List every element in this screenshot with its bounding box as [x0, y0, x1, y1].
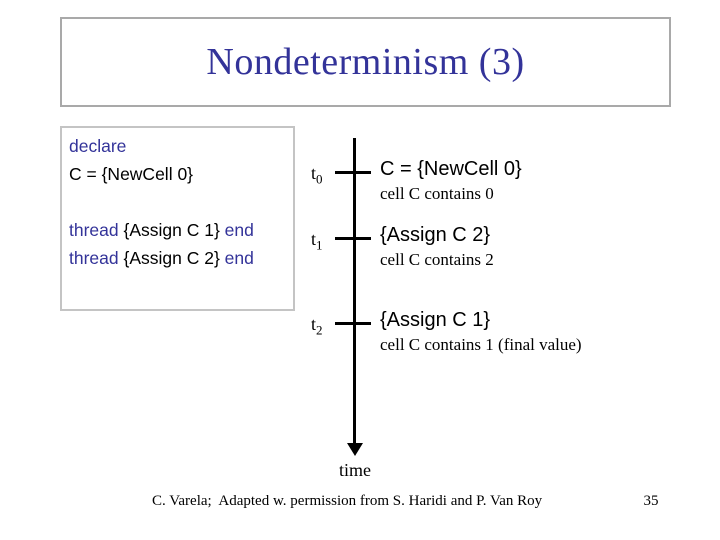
code-text: {Assign C 2}: [123, 248, 220, 268]
time-subscript: 1: [316, 237, 323, 253]
code-keyword: thread: [69, 220, 124, 240]
code-line: C = {NewCell 0}: [69, 160, 293, 188]
code-line-blank: [69, 188, 293, 216]
code-keyword: thread: [69, 248, 124, 268]
event-action: {Assign C 2}: [380, 224, 491, 246]
page-number: 35: [643, 493, 659, 509]
timeline-tick-t2: [335, 322, 371, 325]
timeline-axis-line: [353, 138, 356, 444]
arrow-down-icon: [347, 443, 363, 456]
timeline-event: {Assign C 1} cell C contains 1 (final va…: [380, 308, 582, 356]
code-keyword: declare: [69, 136, 127, 156]
timeline-event: {Assign C 2} cell C contains 2: [380, 223, 494, 271]
event-action: {Assign C 1}: [380, 309, 491, 331]
time-var: t: [311, 314, 317, 334]
code-box: declare C = {NewCell 0} thread {Assign C…: [60, 126, 295, 311]
event-state: cell C contains 0: [380, 184, 494, 203]
slide-title: Nondeterminism (3): [206, 41, 525, 83]
timeline-tick-t0: [335, 171, 371, 174]
timeline-event: C = {NewCell 0} cell C contains 0: [380, 157, 522, 205]
time-point-label-t0: t0: [311, 161, 337, 187]
time-var: t: [311, 163, 317, 183]
time-subscript: 0: [316, 171, 323, 187]
code-line: declare: [69, 132, 293, 160]
event-action: C = {NewCell 0}: [380, 158, 522, 180]
footer-credit: C. Varela; Adapted w. permission from S.…: [152, 493, 543, 509]
title-box: Nondeterminism (3): [60, 17, 671, 107]
timeline-tick-t1: [335, 237, 371, 240]
time-point-label-t2: t2: [311, 312, 337, 338]
event-state: cell C contains 1 (final value): [380, 335, 582, 354]
code-line: thread {Assign C 2} end: [69, 244, 293, 272]
code-text: C = {NewCell 0}: [69, 164, 194, 184]
code-keyword: end: [219, 220, 254, 240]
time-point-label-t1: t1: [311, 227, 337, 253]
time-var: t: [311, 229, 317, 249]
code-keyword: end: [219, 248, 254, 268]
time-axis-label: time: [339, 460, 371, 480]
code-text: {Assign C 1}: [123, 220, 220, 240]
time-subscript: 2: [316, 322, 323, 338]
event-state: cell C contains 2: [380, 250, 494, 269]
code-line: thread {Assign C 1} end: [69, 216, 293, 244]
